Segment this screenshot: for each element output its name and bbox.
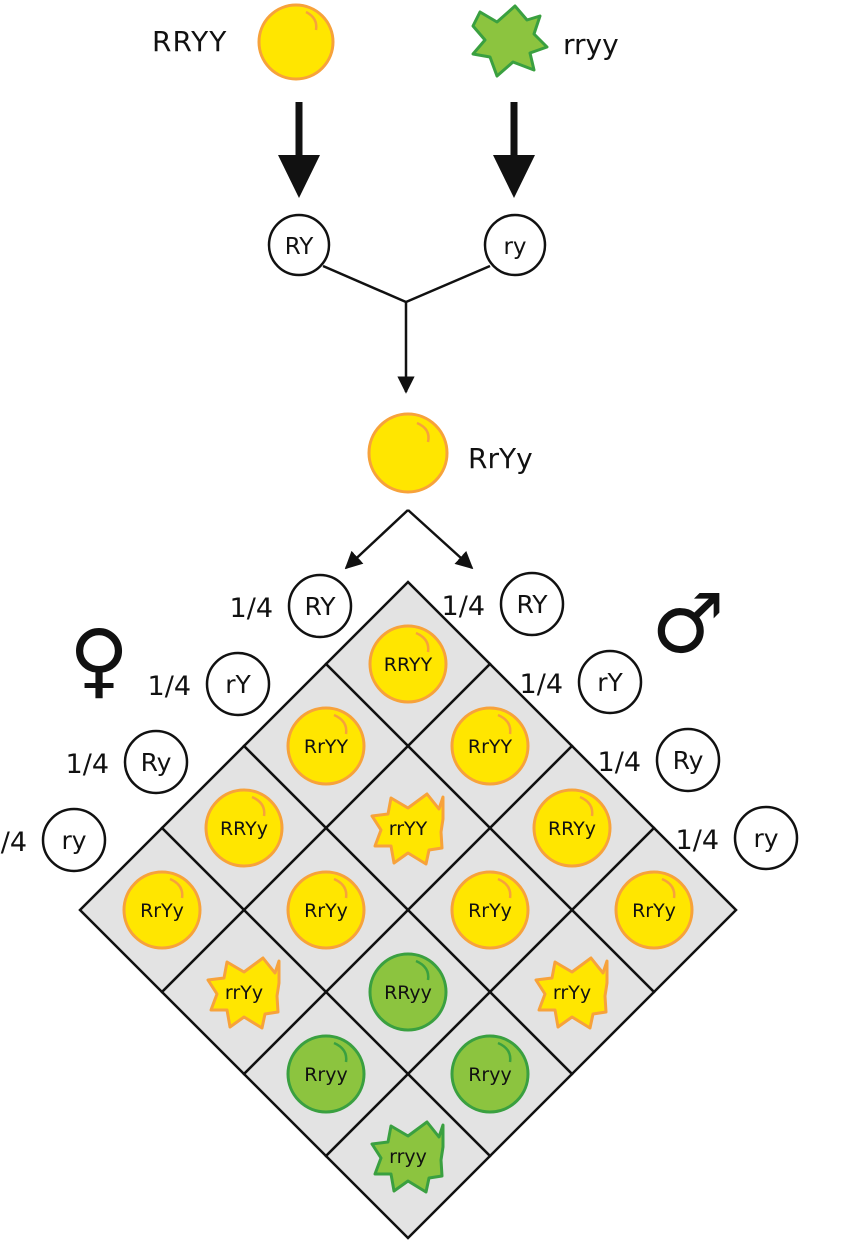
pea-highlight [169, 877, 184, 899]
gamete-fraction: 1/4 [520, 669, 563, 700]
wrinkled-pea [370, 1120, 445, 1194]
genotype-label: RRYy [548, 818, 596, 840]
pea-highlight [661, 877, 676, 899]
genotype-label: RrYy [140, 900, 184, 922]
f1-split-arrows [344, 509, 474, 570]
gamete-label: rY [597, 668, 623, 697]
genotype-label: Rryy [468, 1064, 512, 1086]
pea-highlight [497, 877, 512, 899]
gamete-fraction: 1/4 [0, 827, 27, 858]
wrinkled-pea [370, 792, 445, 866]
gamete-label: Ry [141, 748, 172, 777]
parent-green-label: rryy [563, 28, 619, 61]
genotype-label: rrYy [553, 982, 591, 1004]
gamete-circle [41, 807, 107, 873]
gamete-fraction: 1/4 [598, 747, 641, 778]
genotype-label: rrYY [389, 818, 428, 840]
pea-highlight [415, 631, 430, 653]
gamete-label: RY [516, 590, 548, 619]
gamete-left: RY [267, 213, 331, 277]
gamete-label: RY [304, 592, 336, 621]
parent-yellow-round-pea [257, 3, 335, 81]
female-gamete: 1/4 RY [230, 573, 353, 639]
gamete-right-label: ry [503, 234, 526, 260]
pea-highlight [497, 713, 512, 735]
genotype-label: RrYy [632, 900, 676, 922]
genotype-label: RRYY [384, 654, 433, 676]
gamete-circle [123, 729, 189, 795]
genotype-label: RRyy [384, 982, 432, 1004]
parent-green-wrinkled-pea [471, 4, 549, 78]
f1-pea [367, 412, 449, 494]
gamete-fraction: 1/4 [442, 591, 485, 622]
pea-highlight [333, 713, 348, 735]
genotype-label: RrYy [304, 900, 348, 922]
gamete-fraction: 1/4 [66, 749, 109, 780]
parent-left-arrow [278, 102, 320, 198]
genotype-label: Rryy [304, 1064, 348, 1086]
wrinkled-pea [206, 956, 281, 1030]
male-gamete: 1/4 ry [676, 805, 799, 871]
female-gamete: 1/4 Ry [66, 729, 189, 795]
gamete-circle [499, 571, 565, 637]
pea-highlight [333, 1041, 348, 1063]
gamete-circle [205, 651, 271, 717]
gamete-circle [655, 727, 721, 793]
gamete-label: Ry [673, 746, 704, 775]
genotype-label: RrYy [468, 900, 512, 922]
male-symbol: ♂ [651, 577, 725, 672]
gamete-left-label: RY [285, 234, 315, 260]
punnett-cell: rryy [324, 1072, 492, 1240]
genotype-label: RrYY [304, 736, 349, 758]
gamete-circle [577, 649, 643, 715]
genotype-label: rrYy [225, 982, 263, 1004]
gamete-label: ry [61, 826, 86, 855]
gamete-circle [287, 573, 353, 639]
female-gamete: 1/4 ry [0, 807, 107, 873]
genotype-label: RrYY [468, 736, 513, 758]
gamete-fraction: 1/4 [148, 671, 191, 702]
gamete-circle [733, 805, 799, 871]
gamete-fraction: 1/4 [676, 825, 719, 856]
parent-yellow-label: RRYY [152, 25, 227, 58]
pea-highlight [579, 795, 594, 817]
gamete-label: ry [753, 824, 778, 853]
pea-highlight [415, 959, 430, 981]
gamete-fraction: 1/4 [230, 593, 273, 624]
pea-highlight [333, 877, 348, 899]
male-gamete: 1/4 RY [442, 571, 565, 637]
parent-right-arrow [493, 102, 535, 198]
male-gamete: 1/4 rY [520, 649, 643, 715]
female-gamete: 1/4 rY [148, 651, 271, 717]
male-gamete: 1/4 Ry [598, 727, 721, 793]
f1-label: RrYy [468, 442, 533, 475]
pea-highlight [497, 1041, 512, 1063]
genotype-label: RRYy [220, 818, 268, 840]
wrinkled-pea [534, 956, 609, 1030]
fertilization-connector [322, 264, 491, 394]
gamete-label: rY [225, 670, 251, 699]
genotype-label: rryy [389, 1146, 427, 1168]
female-symbol: ♀ [69, 613, 129, 708]
gamete-right: ry [483, 213, 547, 277]
pea-highlight [251, 795, 266, 817]
